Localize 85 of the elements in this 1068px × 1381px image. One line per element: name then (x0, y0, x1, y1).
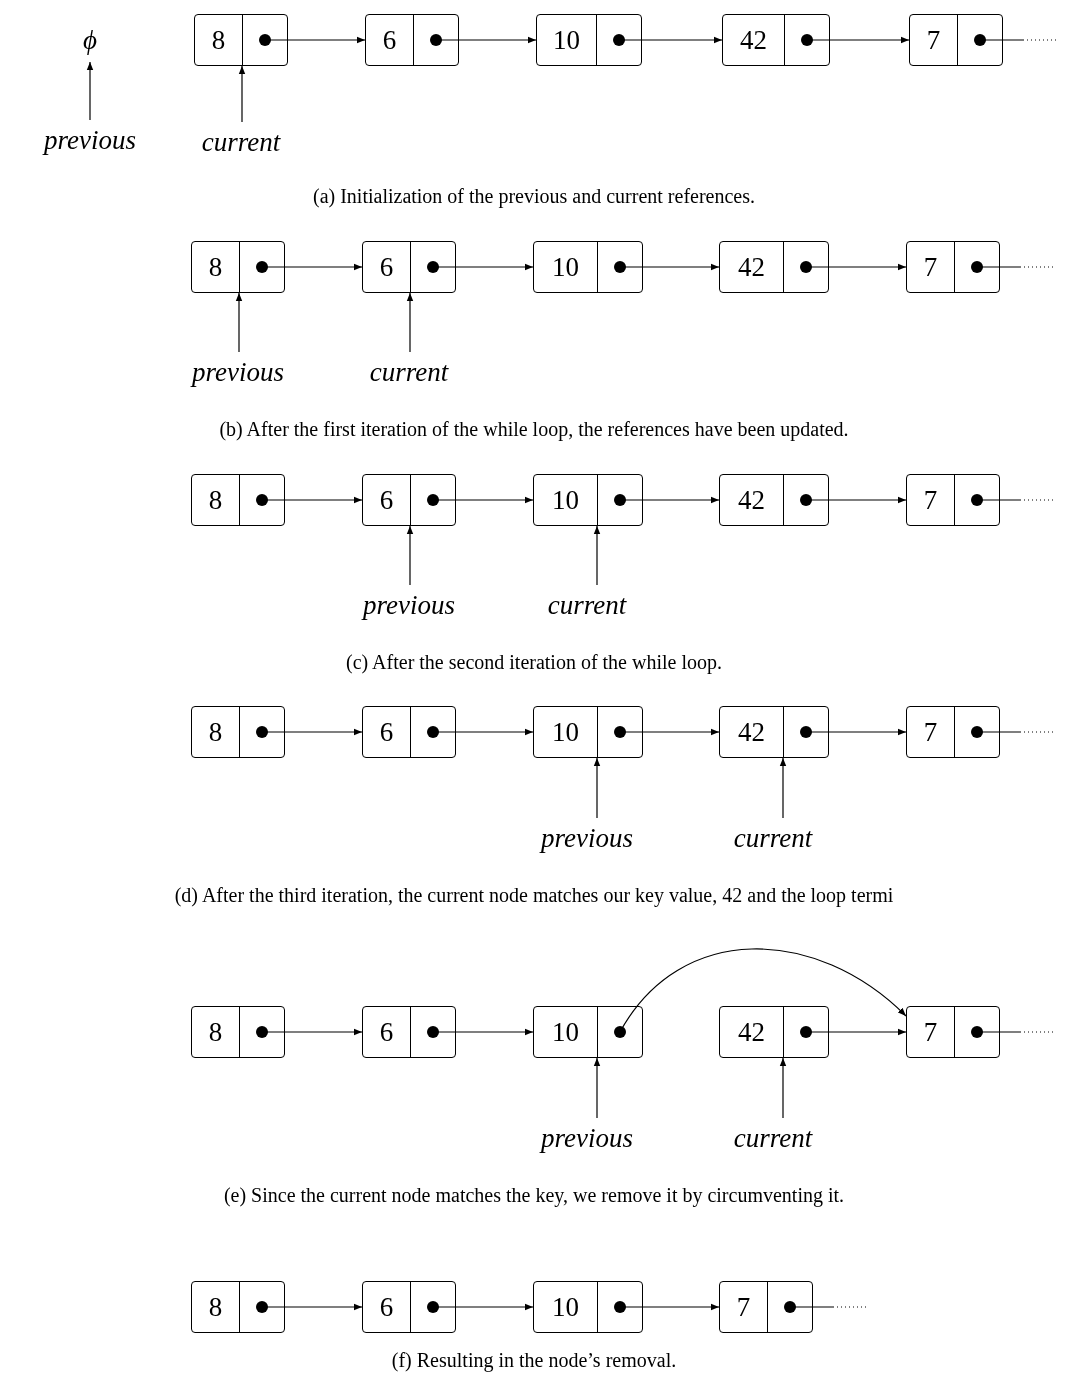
list-node (906, 241, 1000, 293)
node-value: 8 (192, 707, 240, 757)
arrow (593, 525, 601, 586)
node-value: 10 (534, 242, 598, 292)
pointer-label: previous (363, 589, 455, 621)
list-node (194, 14, 288, 66)
node-value: 7 (907, 242, 955, 292)
node-value: 10 (534, 475, 598, 525)
node-value: 42 (723, 15, 785, 65)
arrow (235, 292, 243, 353)
node-value: 7 (907, 475, 955, 525)
pointer-label: ϕ (83, 24, 97, 56)
list-node (719, 474, 829, 526)
list-node (906, 1006, 1000, 1058)
pointer-label: previous (44, 124, 136, 156)
pointer-label: current (733, 1122, 813, 1154)
node-value: 42 (720, 475, 784, 525)
node-value: 10 (537, 15, 597, 65)
node-value: 7 (720, 1282, 768, 1332)
arrow (406, 525, 414, 586)
arrow (86, 61, 94, 121)
pointer-label: current (547, 589, 627, 621)
arrow (779, 1057, 787, 1119)
list-node (906, 474, 1000, 526)
list-node (906, 706, 1000, 758)
node-value: 7 (907, 707, 955, 757)
node-value: 8 (192, 1007, 240, 1057)
list-node (191, 474, 285, 526)
list-node (365, 14, 459, 66)
node-value: 42 (720, 1007, 784, 1057)
pointer-label: current (369, 356, 449, 388)
node-value: 8 (195, 15, 243, 65)
node-value: 8 (192, 475, 240, 525)
node-value: 6 (363, 1282, 411, 1332)
pointer-label: current (201, 126, 281, 158)
node-value: 6 (363, 475, 411, 525)
list-node (191, 241, 285, 293)
caption: (b) After the first iteration of the while loop, the references have been updated. (219, 417, 849, 441)
list-node (533, 706, 643, 758)
node-value: 6 (366, 15, 414, 65)
arrow (238, 65, 246, 123)
list-node (719, 1006, 829, 1058)
list-node (362, 1006, 456, 1058)
arrow (779, 757, 787, 819)
list-node (191, 1006, 285, 1058)
list-node (362, 1281, 456, 1333)
caption: (d) After the third iteration, the current node matches our key value, 42 and the loop termi (174, 883, 894, 907)
list-node (536, 14, 642, 66)
node-value: 42 (720, 707, 784, 757)
node-value: 8 (192, 1282, 240, 1332)
caption: (a) Initialization of the previous and current references. (313, 184, 755, 208)
list-node (722, 14, 830, 66)
arrow (593, 757, 601, 819)
node-value: 10 (534, 707, 598, 757)
arrow (593, 1057, 601, 1119)
node-value: 7 (907, 1007, 955, 1057)
caption: (e) Since the current node matches the key, we remove it by circumventing it. (223, 1183, 845, 1207)
node-value: 6 (363, 242, 411, 292)
list-node (533, 1006, 643, 1058)
caption: (f) Resulting in the node’s removal. (391, 1348, 677, 1372)
pointer-label: previous (541, 822, 633, 854)
list-node (719, 706, 829, 758)
node-value: 10 (534, 1007, 598, 1057)
list-node (362, 474, 456, 526)
node-value: 10 (534, 1282, 598, 1332)
pointer-label: previous (192, 356, 284, 388)
list-node (719, 1281, 813, 1333)
arrow (406, 292, 414, 353)
pointer-label: current (733, 822, 813, 854)
list-node (362, 706, 456, 758)
list-node (909, 14, 1003, 66)
list-node (191, 706, 285, 758)
pointer-label: previous (541, 1122, 633, 1154)
node-value: 42 (720, 242, 784, 292)
list-node (533, 1281, 643, 1333)
node-value: 7 (910, 15, 958, 65)
node-value: 8 (192, 242, 240, 292)
node-value: 6 (363, 1007, 411, 1057)
caption: (c) After the second iteration of the while loop. (346, 650, 722, 674)
list-node (533, 474, 643, 526)
list-node (191, 1281, 285, 1333)
list-node (719, 241, 829, 293)
list-node (362, 241, 456, 293)
node-value: 6 (363, 707, 411, 757)
list-node (533, 241, 643, 293)
